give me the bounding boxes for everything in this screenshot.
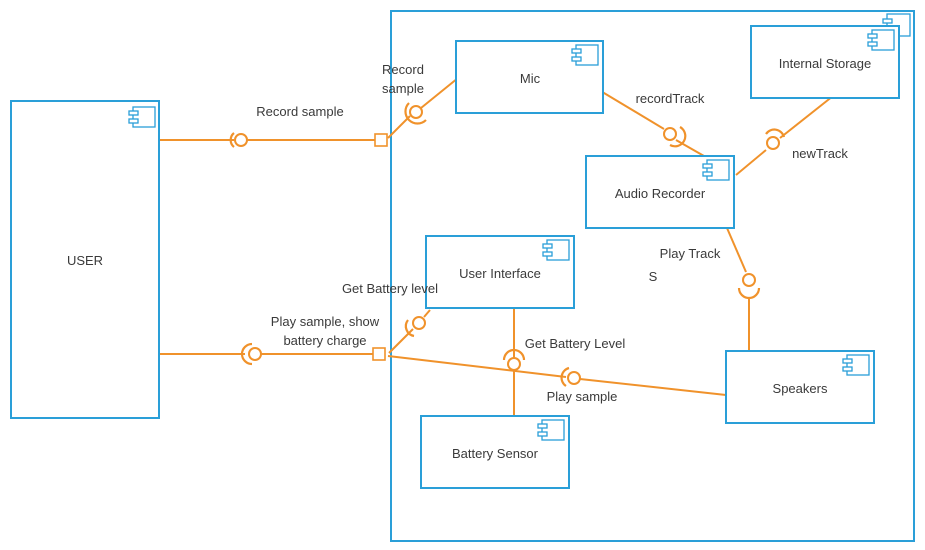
record-track-connector <box>598 89 705 157</box>
user-interface-label: User Interface <box>459 266 541 281</box>
record-sample-connector <box>160 132 375 148</box>
component-icon <box>842 354 870 376</box>
record-track-label: recordTrack <box>636 91 705 106</box>
internal-storage-component[interactable]: Internal Storage <box>750 25 900 99</box>
internal-storage-label: Internal Storage <box>779 56 872 71</box>
component-icon <box>702 159 730 181</box>
record-sample-port-label-line1: Record <box>382 62 424 77</box>
battery-sensor-label: Battery Sensor <box>452 446 539 461</box>
component-icon <box>128 106 156 128</box>
component-icon <box>571 44 599 66</box>
play-track-connector <box>726 227 761 354</box>
new-track-connector <box>735 95 834 176</box>
play-sample-show-battery-connector <box>160 342 373 366</box>
speakers-component[interactable]: Speakers <box>725 350 875 424</box>
stray-label: S <box>649 269 658 284</box>
record-sample-port <box>374 133 388 147</box>
new-track-label: newTrack <box>792 146 848 161</box>
play-sample-show-label-line1: Play sample, show <box>271 314 380 329</box>
battery-sensor-component[interactable]: Battery Sensor <box>420 415 570 489</box>
play-track-label: Play Track <box>660 246 721 261</box>
get-battery-level-sensor-connector <box>502 309 526 415</box>
user-label: USER <box>67 253 103 268</box>
component-icon <box>537 419 565 441</box>
user-component[interactable]: USER <box>10 100 160 419</box>
component-icon <box>542 239 570 261</box>
record-sample-label: Record sample <box>256 104 343 119</box>
get-battery-level-ui-label: Get Battery level <box>342 281 438 296</box>
mic-label: Mic <box>520 71 541 86</box>
mic-component[interactable]: Mic <box>455 40 604 114</box>
mic-connector <box>387 77 459 139</box>
audio-recorder-component[interactable]: Audio Recorder <box>585 155 735 229</box>
play-sample-port <box>372 347 386 361</box>
play-sample-connector <box>387 355 727 396</box>
get-battery-level-ui-connector <box>388 309 431 354</box>
user-interface-component[interactable]: User Interface <box>425 235 575 309</box>
play-sample-show-label-line2: battery charge <box>283 333 366 348</box>
record-sample-port-label-line2: sample <box>382 81 424 96</box>
system-boundary <box>390 10 915 542</box>
component-icon <box>867 29 895 51</box>
speakers-label: Speakers <box>773 381 828 396</box>
audio-recorder-label: Audio Recorder <box>615 186 706 201</box>
get-battery-level-sensor-label: Get Battery Level <box>525 336 626 351</box>
play-sample-label: Play sample <box>547 389 618 404</box>
